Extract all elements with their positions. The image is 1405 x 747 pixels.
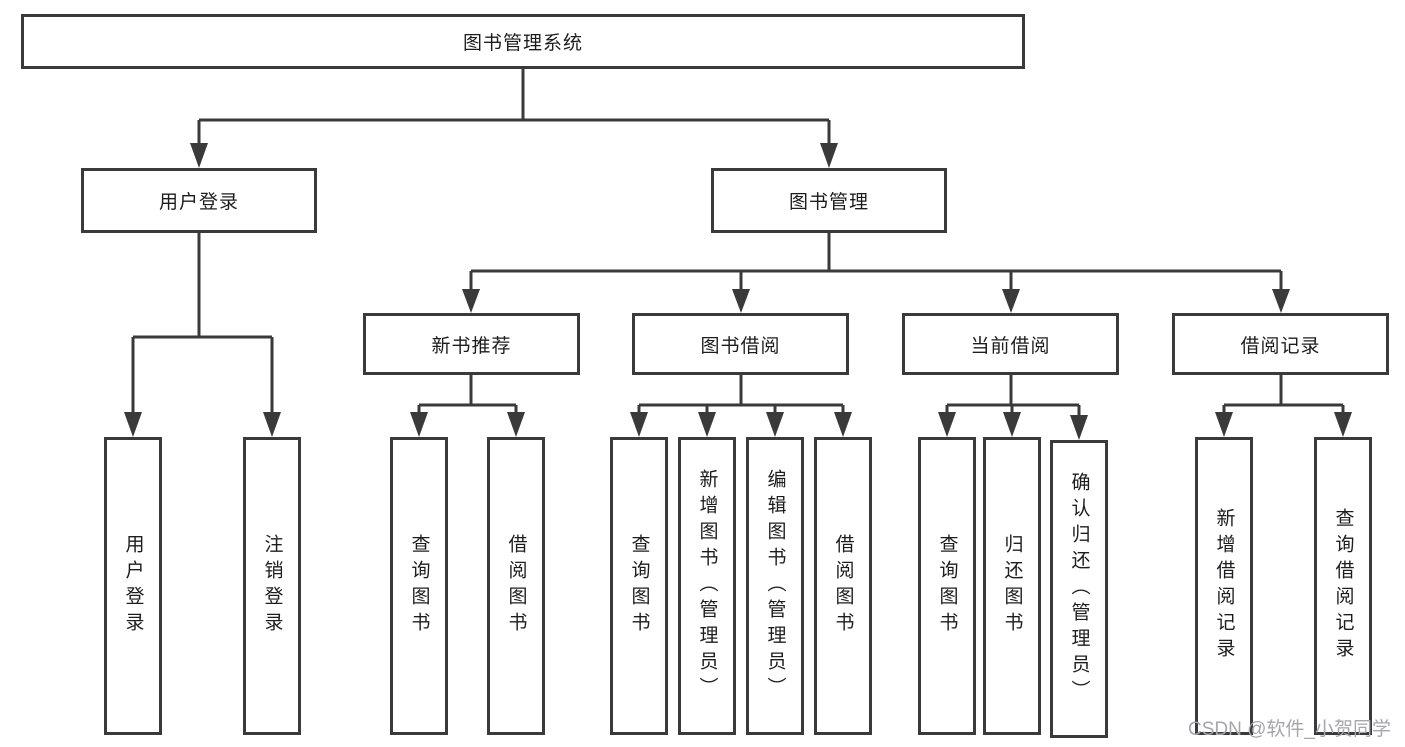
node-book-management: 图书管理 [711, 168, 947, 233]
leaf-borrow-books-recommend: 借阅图书 [487, 437, 545, 735]
node-label: 当前借阅 [970, 335, 1051, 357]
node-new-book-recommendation: 新书推荐 [363, 313, 580, 375]
node-label: 查询图书 [628, 534, 650, 638]
node-label: 图书管理 [788, 192, 869, 213]
node-user-login: 用户登录 [81, 168, 317, 233]
node-label: 借阅记录 [1240, 335, 1321, 357]
node-label: 查询图书 [936, 534, 958, 638]
leaf-query-books-recommend: 查询图书 [390, 437, 448, 735]
node-label: 归还图书 [1001, 534, 1023, 638]
leaf-user-login: 用户登录 [104, 437, 162, 735]
node-label: 图书借阅 [700, 335, 781, 357]
node-book-borrowing: 图书借阅 [632, 313, 849, 375]
leaf-query-books-current: 查询图书 [918, 437, 976, 735]
node-borrowing-records: 借阅记录 [1172, 313, 1389, 375]
node-label: 确认归还（管理员） [1068, 472, 1090, 706]
node-library-management-system: 图书管理系统 [21, 14, 1025, 69]
node-label: 新书推荐 [431, 335, 512, 357]
node-label: 借阅图书 [505, 534, 527, 638]
leaf-borrow-books-borrowing: 借阅图书 [814, 437, 872, 735]
leaf-logout: 注销登录 [243, 437, 301, 735]
node-label: 编辑图书（管理员） [764, 469, 786, 703]
leaf-edit-book-admin: 编辑图书（管理员） [746, 437, 804, 735]
node-label: 注销登录 [261, 534, 283, 638]
leaf-query-borrow-record: 查询借阅记录 [1314, 437, 1372, 735]
leaf-add-book-admin: 新增图书（管理员） [678, 437, 736, 735]
node-label: 用户登录 [158, 192, 239, 213]
node-label: 新增图书（管理员） [696, 469, 718, 703]
node-current-borrowing: 当前借阅 [902, 313, 1119, 375]
node-label: 借阅图书 [832, 534, 854, 638]
leaf-add-borrow-record: 新增借阅记录 [1195, 437, 1253, 735]
node-label: 图书管理系统 [462, 33, 583, 54]
leaf-return-books: 归还图书 [983, 437, 1041, 735]
leaf-query-books-borrowing: 查询图书 [610, 437, 668, 735]
node-label: 查询借阅记录 [1332, 508, 1354, 664]
node-label: 用户登录 [122, 534, 144, 638]
node-label: 查询图书 [408, 534, 430, 638]
watermark: CSDN @软件_小贺同学 [1188, 719, 1391, 740]
node-label: 新增借阅记录 [1213, 508, 1235, 664]
leaf-confirm-return-admin: 确认归还（管理员） [1050, 440, 1108, 738]
